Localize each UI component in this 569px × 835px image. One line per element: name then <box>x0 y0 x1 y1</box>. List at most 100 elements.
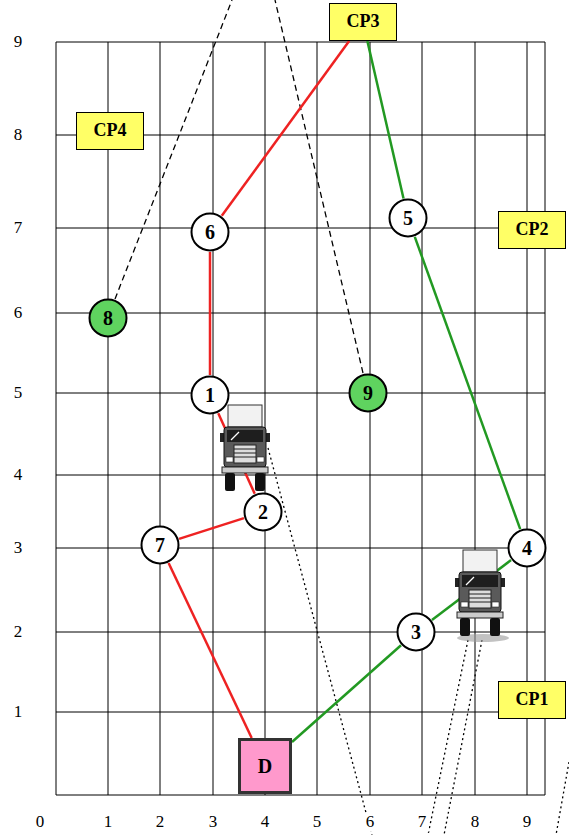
stop-number: 7 <box>155 534 165 556</box>
dotted-lines <box>268 448 569 835</box>
stop-number: 6 <box>205 221 215 243</box>
circle-shape <box>192 377 229 414</box>
stop-number: 5 <box>403 207 413 229</box>
truck-grille <box>469 590 491 608</box>
axis-number: 6 <box>364 813 377 832</box>
box-label: CP4 <box>94 121 127 141</box>
grid-line <box>56 548 545 549</box>
circle-shape <box>398 614 435 651</box>
grid-line <box>56 42 57 795</box>
stop-circle: 6 <box>190 212 230 252</box>
truck-windshield <box>227 430 263 442</box>
box-label: CP2 <box>516 220 549 240</box>
truck-grille <box>234 445 256 463</box>
grid-line <box>317 42 318 795</box>
grid-line <box>56 313 545 314</box>
grid-line <box>56 42 545 43</box>
axis-number: 1 <box>102 813 115 832</box>
truck-icon <box>220 405 270 491</box>
checkpoint-box: CP3 <box>329 3 397 41</box>
stop-circle: 7 <box>140 525 180 565</box>
truck-mirror <box>501 578 505 587</box>
grid-line <box>56 475 545 476</box>
route-line <box>367 41 403 199</box>
route-line <box>222 41 349 216</box>
truck-headlight <box>257 457 264 462</box>
truck-wheel <box>225 473 235 491</box>
circle-shape <box>390 200 427 237</box>
truck-cab <box>224 427 266 467</box>
truck-headlight <box>461 602 468 607</box>
axis-number: 9 <box>12 33 25 52</box>
truck-reflection <box>231 432 239 440</box>
checkpoint-box: CP2 <box>498 211 566 249</box>
route-line <box>169 563 252 738</box>
stop-number: 9 <box>363 382 373 404</box>
checkpoint-box: CP4 <box>76 112 144 150</box>
checkpoint-box: CP1 <box>498 681 566 719</box>
axis-number: 4 <box>12 466 25 485</box>
dotted-line <box>428 640 468 835</box>
box-label: D <box>258 755 272 777</box>
depot-box: D <box>238 738 292 794</box>
circle-shape <box>350 375 387 412</box>
grid-line <box>56 712 545 713</box>
stop-circle: 5 <box>388 198 428 238</box>
stop-circle: 1 <box>190 375 230 415</box>
axis-number: 1 <box>12 703 25 722</box>
truck-wheel <box>460 618 470 636</box>
truck-grille-bar <box>469 594 491 595</box>
route-line <box>179 518 244 539</box>
stop-number: 4 <box>522 537 532 559</box>
grid-line <box>422 42 423 795</box>
truck-wheel <box>490 618 500 636</box>
route-line <box>292 645 401 742</box>
route-line <box>415 237 520 529</box>
axis-number: 8 <box>469 813 482 832</box>
axis-number: 7 <box>12 219 25 238</box>
truck-grille-bar <box>234 453 256 454</box>
truck-reflection <box>466 577 474 585</box>
stop-circle: 4 <box>507 528 547 568</box>
truck-grille-bar <box>234 449 256 450</box>
stop-circle: 8 <box>88 298 128 338</box>
stop-number: 2 <box>258 501 268 523</box>
route-line <box>209 252 212 375</box>
grid-lines <box>56 42 545 795</box>
circle-shape <box>142 527 179 564</box>
axis-number: 4 <box>259 813 272 832</box>
stop-circle: 2 <box>243 492 283 532</box>
grid-lines <box>56 42 545 795</box>
truck-trailer <box>228 405 262 427</box>
axis-number: 6 <box>12 304 25 323</box>
stop-circle: 9 <box>348 373 388 413</box>
truck-windshield <box>462 575 498 587</box>
stop-number: 8 <box>103 307 113 329</box>
truck-trailer <box>463 550 497 572</box>
stop-number: 1 <box>205 384 215 406</box>
circle-shape <box>509 530 546 567</box>
axis-number: 5 <box>12 384 25 403</box>
axis-number: 2 <box>154 813 167 832</box>
truck-grille-bar <box>469 602 491 603</box>
circle-shape <box>245 494 282 531</box>
circle-shape <box>90 300 127 337</box>
grid-line <box>213 42 214 795</box>
grid-line <box>160 42 161 795</box>
truck-bumper <box>457 612 503 618</box>
truck-headlight <box>226 457 233 462</box>
axis-number: 8 <box>12 126 25 145</box>
truck-wheel <box>255 473 265 491</box>
stop-number: 3 <box>411 621 421 643</box>
truck-mirror <box>455 578 459 587</box>
circle-shape <box>192 214 229 251</box>
dotted-line <box>556 762 569 835</box>
axis-number: 0 <box>34 813 47 832</box>
grid-line <box>56 632 545 633</box>
dotted-line <box>444 640 482 835</box>
axis-number: 9 <box>521 813 534 832</box>
truck-mirror <box>266 433 270 442</box>
